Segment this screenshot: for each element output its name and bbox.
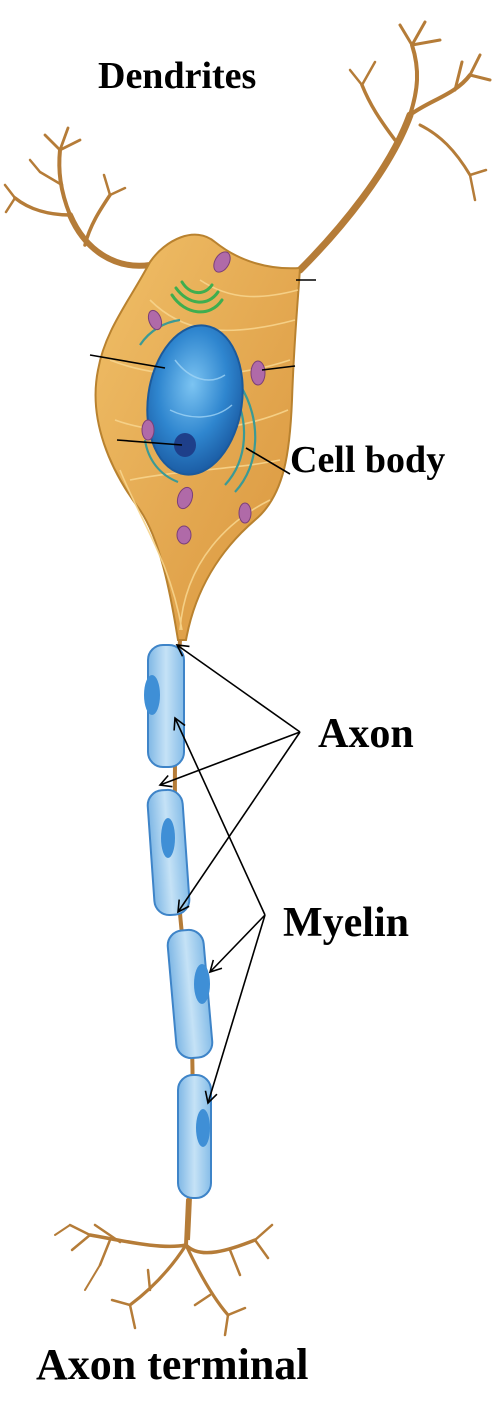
cell-body bbox=[90, 235, 316, 640]
axon-terminal-branches bbox=[55, 1200, 272, 1335]
dendrites-label: Dendrites bbox=[98, 57, 256, 95]
axon-label: Axon bbox=[318, 713, 414, 755]
myelin-label: Myelin bbox=[283, 902, 409, 944]
axon-terminal-label: Axon terminal bbox=[36, 1343, 309, 1387]
cell-body-label: Cell body bbox=[290, 441, 445, 479]
